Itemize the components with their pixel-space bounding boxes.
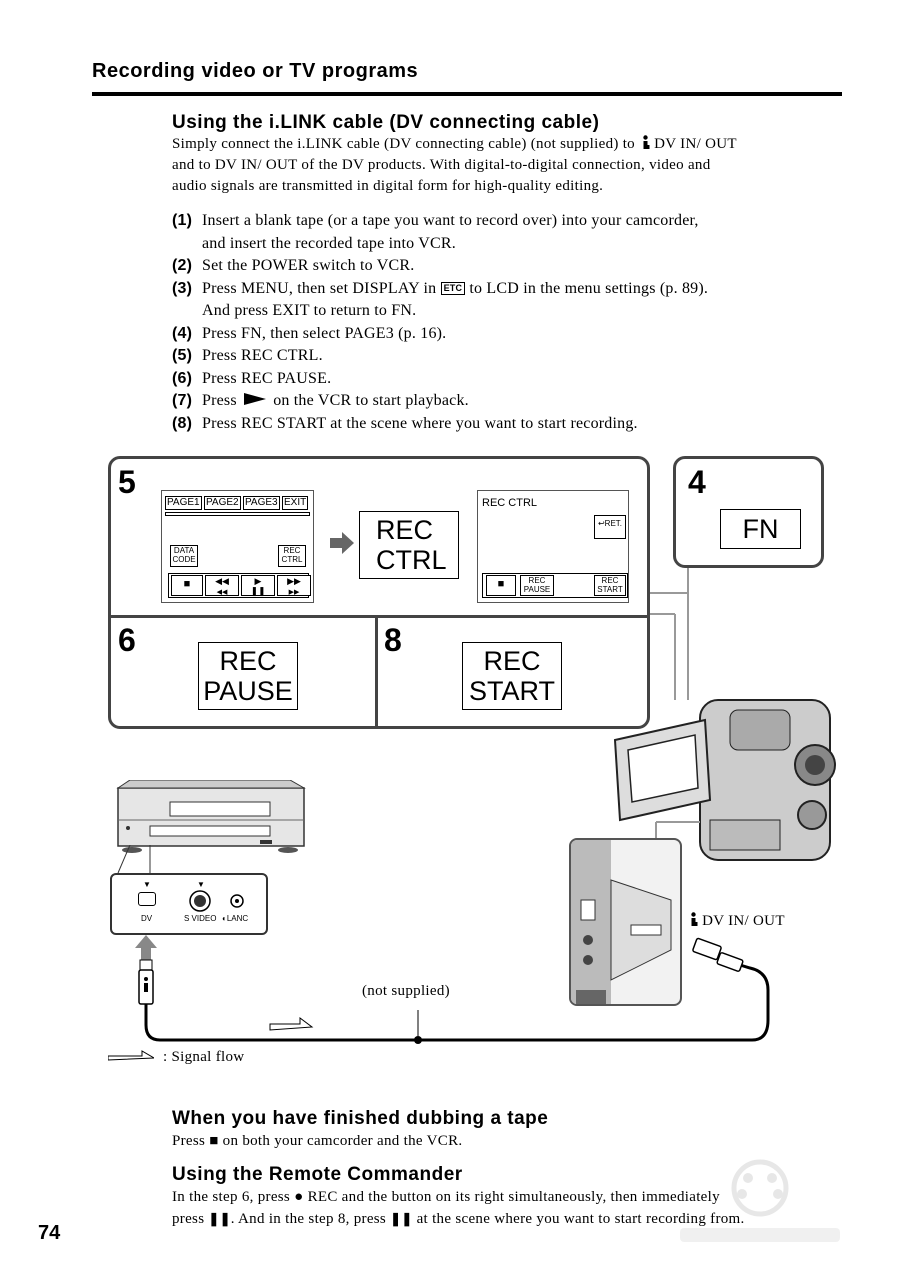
record-icon: ● (294, 1189, 304, 1205)
intro-line-3: audio signals are transmitted in digital… (172, 178, 604, 194)
step-text: Press REC PAUSE. (202, 369, 332, 387)
step8-number: 8 (384, 622, 402, 658)
etc-icon: ETC (440, 281, 466, 295)
intro-dv-in-out: DV IN/ OUT (654, 136, 737, 152)
signal-flow-arrow-icon (108, 1050, 154, 1061)
intro-line-1: Simply connect the i.LINK cable (DV conn… (172, 136, 635, 152)
camcorder-illustration (613, 699, 836, 861)
vcr-illustration (116, 780, 306, 853)
play-pause-button[interactable]: ▶❚❚ (241, 575, 275, 596)
dv-port-closeup-drawing (571, 840, 672, 1004)
dv-jack-marker: ▼ (143, 880, 151, 889)
svideo-jack-icon (189, 890, 211, 912)
return-button[interactable]: ↩RET. (594, 515, 626, 539)
step6-number: 6 (118, 622, 136, 658)
step-text: Press FN, then select PAGE3 (p. 16). (202, 324, 447, 342)
tab-page2[interactable]: PAGE2 (204, 496, 241, 510)
step-item: (4) Press FN, then select PAGE3 (p. 16). (172, 323, 842, 346)
step-item: (2) Set the POWER switch to VCR. (172, 255, 842, 278)
signal-flow-label: : Signal flow (163, 1049, 245, 1065)
tab-page3[interactable]: PAGE3 (243, 496, 280, 510)
pause-icon: ❚❚ (390, 1211, 413, 1226)
tab-underline (165, 512, 310, 516)
steps-list: (1) Insert a blank tape (or a tape you w… (172, 210, 842, 435)
step-text: Press on the VCR to start playback. (202, 392, 469, 409)
rewind-button[interactable]: ◀◀◀◀ (205, 575, 239, 596)
step-number: (7) (172, 392, 193, 409)
step-number: (4) (172, 324, 193, 342)
intro-heading: Using the i.LINK cable (DV connecting ca… (172, 112, 600, 133)
step-item: (5) Press REC CTRL. (172, 345, 842, 368)
step-number: (2) (172, 257, 193, 274)
stop-button-2[interactable]: ■ (486, 575, 516, 596)
remote-text: In the step 6, press ● REC and the butto… (172, 1189, 745, 1227)
intro-line-2: and to DV IN/ OUT of the DV products. Wi… (172, 157, 711, 173)
rec-ctrl-screen-title: REC CTRL (482, 497, 538, 509)
lanc-jack-icon (230, 894, 244, 908)
stop-icon: ■ (209, 1133, 219, 1149)
finished-heading: When you have finished dubbing a tape (172, 1108, 549, 1129)
section-title: Recording video or TV programs (92, 60, 419, 82)
step-item: (8) Press REC START at the scene where y… (172, 413, 842, 436)
vcr-jack-panel (110, 873, 268, 935)
fn-button[interactable]: FN (720, 509, 801, 549)
dv-jack-label: DV (141, 914, 153, 923)
step-number: (3) (172, 279, 193, 297)
intro-paragraph: Simply connect the i.LINK cable (DV conn… (172, 134, 842, 197)
play-icon (243, 393, 266, 405)
step-number: (1) (172, 212, 193, 229)
step-item: (1) Insert a blank tape (or a tape you w… (172, 210, 842, 255)
step-number: (6) (172, 369, 193, 387)
step4-number: 4 (688, 464, 706, 500)
dv-jack-icon (138, 892, 156, 906)
step-text: Press REC START at the scene where you w… (202, 414, 638, 432)
step-item: (3) Press MENU, then set DISPLAY in ETC … (172, 278, 842, 323)
step5-number: 5 (118, 464, 136, 500)
fast-forward-button[interactable]: ▶▶▶▶ (277, 575, 311, 596)
page-number: 74 (38, 1222, 61, 1244)
step-text: Insert a blank tape (or a tape you want … (202, 212, 699, 252)
pause-icon: ❚❚ (208, 1211, 231, 1226)
watermark-logo (680, 1159, 840, 1242)
section-divider (92, 92, 842, 96)
dv-port-closeup (569, 838, 682, 1006)
ilink-icon (691, 912, 698, 926)
remote-heading: Using the Remote Commander (172, 1164, 463, 1185)
svideo-jack-label: S VIDEO (184, 914, 217, 923)
tab-page1[interactable]: PAGE1 (165, 496, 202, 510)
arrow-right-icon (330, 532, 354, 554)
step-text: Press REC CTRL. (202, 347, 323, 364)
step8-panel (375, 615, 650, 729)
step-item: (6) Press REC PAUSE. (172, 368, 842, 391)
step-number: (5) (172, 347, 193, 364)
lanc-jack-label: ◐LANC (222, 914, 249, 923)
finished-text: Press ■ on both your camcorder and the V… (172, 1133, 463, 1149)
step-number: (8) (172, 414, 193, 432)
vcr-callout-lines (117, 845, 151, 874)
tab-exit[interactable]: EXIT (282, 496, 309, 510)
ilink-icon (643, 135, 650, 149)
step-text: Set the POWER switch to VCR. (202, 257, 415, 274)
rec-control-bar (482, 573, 628, 598)
dv-in-out-label: DV IN/ OUT (689, 912, 785, 930)
step-text: Press MENU, then set DISPLAY in ETC to L… (202, 279, 709, 320)
stop-button[interactable]: ■ (171, 575, 203, 596)
step-item: (7) Press on the VCR to start playback. (172, 390, 842, 413)
not-supplied-label: (not supplied) (362, 983, 450, 999)
svideo-jack-marker: ▼ (197, 880, 205, 889)
